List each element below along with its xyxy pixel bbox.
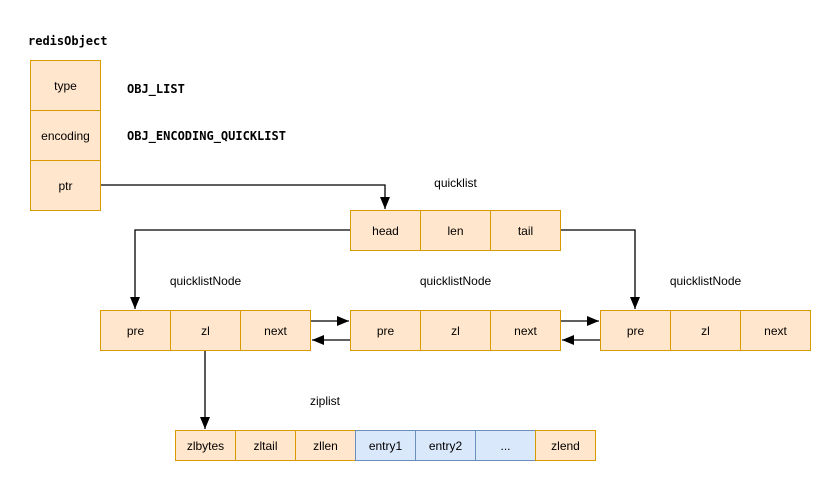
node3-cell-zl: zl [670, 310, 741, 351]
quicklist-node2-title: quicklistNode [419, 274, 492, 288]
ziplist-title: ziplist [309, 394, 340, 408]
ziplist-cell-entry2: entry2 [415, 430, 476, 461]
quicklist-cell-head: head [350, 210, 421, 251]
ziplist-cell-zllen: zllen [295, 430, 356, 461]
ziplist-cell-ellipsis: ... [475, 430, 536, 461]
ziplist-cell-zlend: zlend [535, 430, 596, 461]
redis-object-title: redisObject [28, 34, 108, 48]
node1-cell-zl: zl [170, 310, 241, 351]
node2-cell-pre: pre [350, 310, 421, 351]
redis-object-cell-type: type [30, 60, 101, 111]
quicklist-cell-len: len [420, 210, 491, 251]
arrow-ptr-to-quicklist-head [101, 184, 390, 209]
quicklist-cell-tail: tail [490, 210, 561, 251]
obj-list-annotation: OBJ_LIST [127, 82, 185, 96]
node1-cell-next: next [240, 310, 311, 351]
redis-object-cell-ptr: ptr [30, 160, 101, 211]
node3-cell-next: next [740, 310, 811, 351]
ziplist-cell-zltail: zltail [235, 430, 296, 461]
quicklist-title: quicklist [434, 176, 477, 190]
node3-cell-pre: pre [600, 310, 671, 351]
arrow-quicklist-head-to-node1 [130, 229, 350, 309]
node2-cell-zl: zl [420, 310, 491, 351]
arrow-quicklist-tail-to-node3 [561, 229, 640, 309]
quicklist-node1-title: quicklistNode [169, 274, 242, 288]
redis-object-cell-encoding: encoding [30, 110, 101, 161]
quicklist-node3-title: quicklistNode [669, 274, 742, 288]
node1-cell-pre: pre [100, 310, 171, 351]
ziplist-cell-zlbytes: zlbytes [175, 430, 236, 461]
node2-cell-next: next [490, 310, 561, 351]
obj-encoding-annotation: OBJ_ENCODING_QUICKLIST [127, 129, 286, 143]
ziplist-cell-entry1: entry1 [355, 430, 416, 461]
